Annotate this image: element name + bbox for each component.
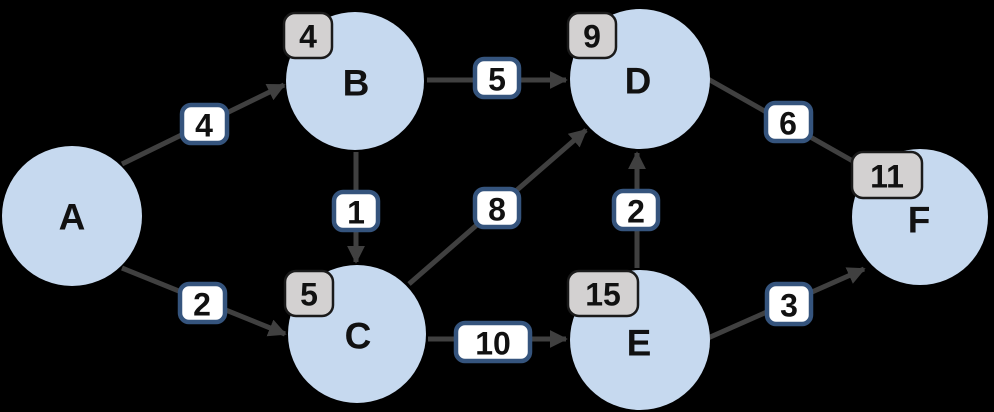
weight-badge-E-F-value: 3	[780, 288, 798, 324]
distance-badge-E: 15	[566, 269, 640, 318]
distance-badge-D-value: 9	[583, 19, 601, 55]
weight-badge-E-D-box	[611, 188, 661, 232]
weight-badge-C-E-value: 10	[475, 326, 511, 362]
distance-badge-B-value: 4	[299, 19, 317, 55]
edge-weight-badges: 4 2 1 5 8 10 2 6	[177, 56, 814, 364]
weight-badge-C-E: 10	[453, 320, 533, 364]
distance-badge-E-box	[566, 269, 640, 318]
weight-badge-A-B-box	[179, 102, 230, 146]
distance-badge-D: 9	[566, 11, 618, 60]
weight-badge-B-D: 5	[472, 56, 522, 100]
distance-badge-B: 4	[282, 11, 334, 60]
weight-badge-E-D: 2	[611, 188, 661, 232]
weight-badge-D-F-box	[763, 100, 814, 144]
node-E-label: E	[627, 322, 652, 363]
weight-badge-D-F: 6	[763, 100, 814, 144]
weight-badge-A-C: 2	[177, 281, 228, 325]
weight-badge-C-D-box	[472, 186, 522, 230]
weight-badge-B-C-box	[331, 189, 381, 233]
node-F-label: F	[908, 199, 931, 240]
distance-badge-C: 5	[283, 269, 335, 318]
weight-badge-B-D-box	[472, 56, 522, 100]
weight-badge-A-B: 4	[179, 102, 230, 146]
distance-badge-B-box	[282, 11, 334, 60]
weight-badge-E-D-value: 2	[627, 194, 645, 230]
weight-badge-E-F-box	[764, 281, 814, 327]
weight-badge-C-D-value: 8	[488, 192, 506, 228]
node-B-label: B	[343, 62, 370, 103]
weight-badge-B-D-value: 5	[488, 62, 506, 98]
distance-badge-D-box	[566, 11, 618, 60]
weight-badge-A-B-value: 4	[195, 108, 213, 144]
distance-badge-C-value: 5	[300, 277, 318, 313]
weight-badge-B-C: 1	[331, 189, 381, 233]
distance-badge-E-value: 15	[585, 277, 621, 313]
node-C-label: C	[345, 315, 372, 356]
nodes: A B C D E F	[2, 9, 988, 410]
weight-badge-E-F: 3	[764, 281, 814, 327]
distance-badge-F-value: 11	[870, 159, 904, 195]
node-A-label: A	[59, 196, 86, 237]
node-A-circle	[2, 146, 142, 286]
distance-badges: 4 9 5 15 11	[282, 11, 924, 318]
node-A: A	[2, 146, 142, 286]
weight-badge-B-C-value: 1	[347, 195, 365, 231]
weight-badge-A-C-value: 2	[193, 287, 211, 323]
weight-badge-D-F-value: 6	[779, 106, 797, 142]
weight-badge-C-D: 8	[472, 186, 522, 230]
weight-badge-C-E-box	[453, 320, 533, 364]
weight-badge-A-C-box	[177, 281, 228, 325]
node-D-label: D	[625, 60, 652, 101]
distance-badge-C-box	[283, 269, 335, 318]
distance-badge-F: 11	[850, 150, 924, 200]
distance-badge-F-box	[850, 150, 924, 200]
